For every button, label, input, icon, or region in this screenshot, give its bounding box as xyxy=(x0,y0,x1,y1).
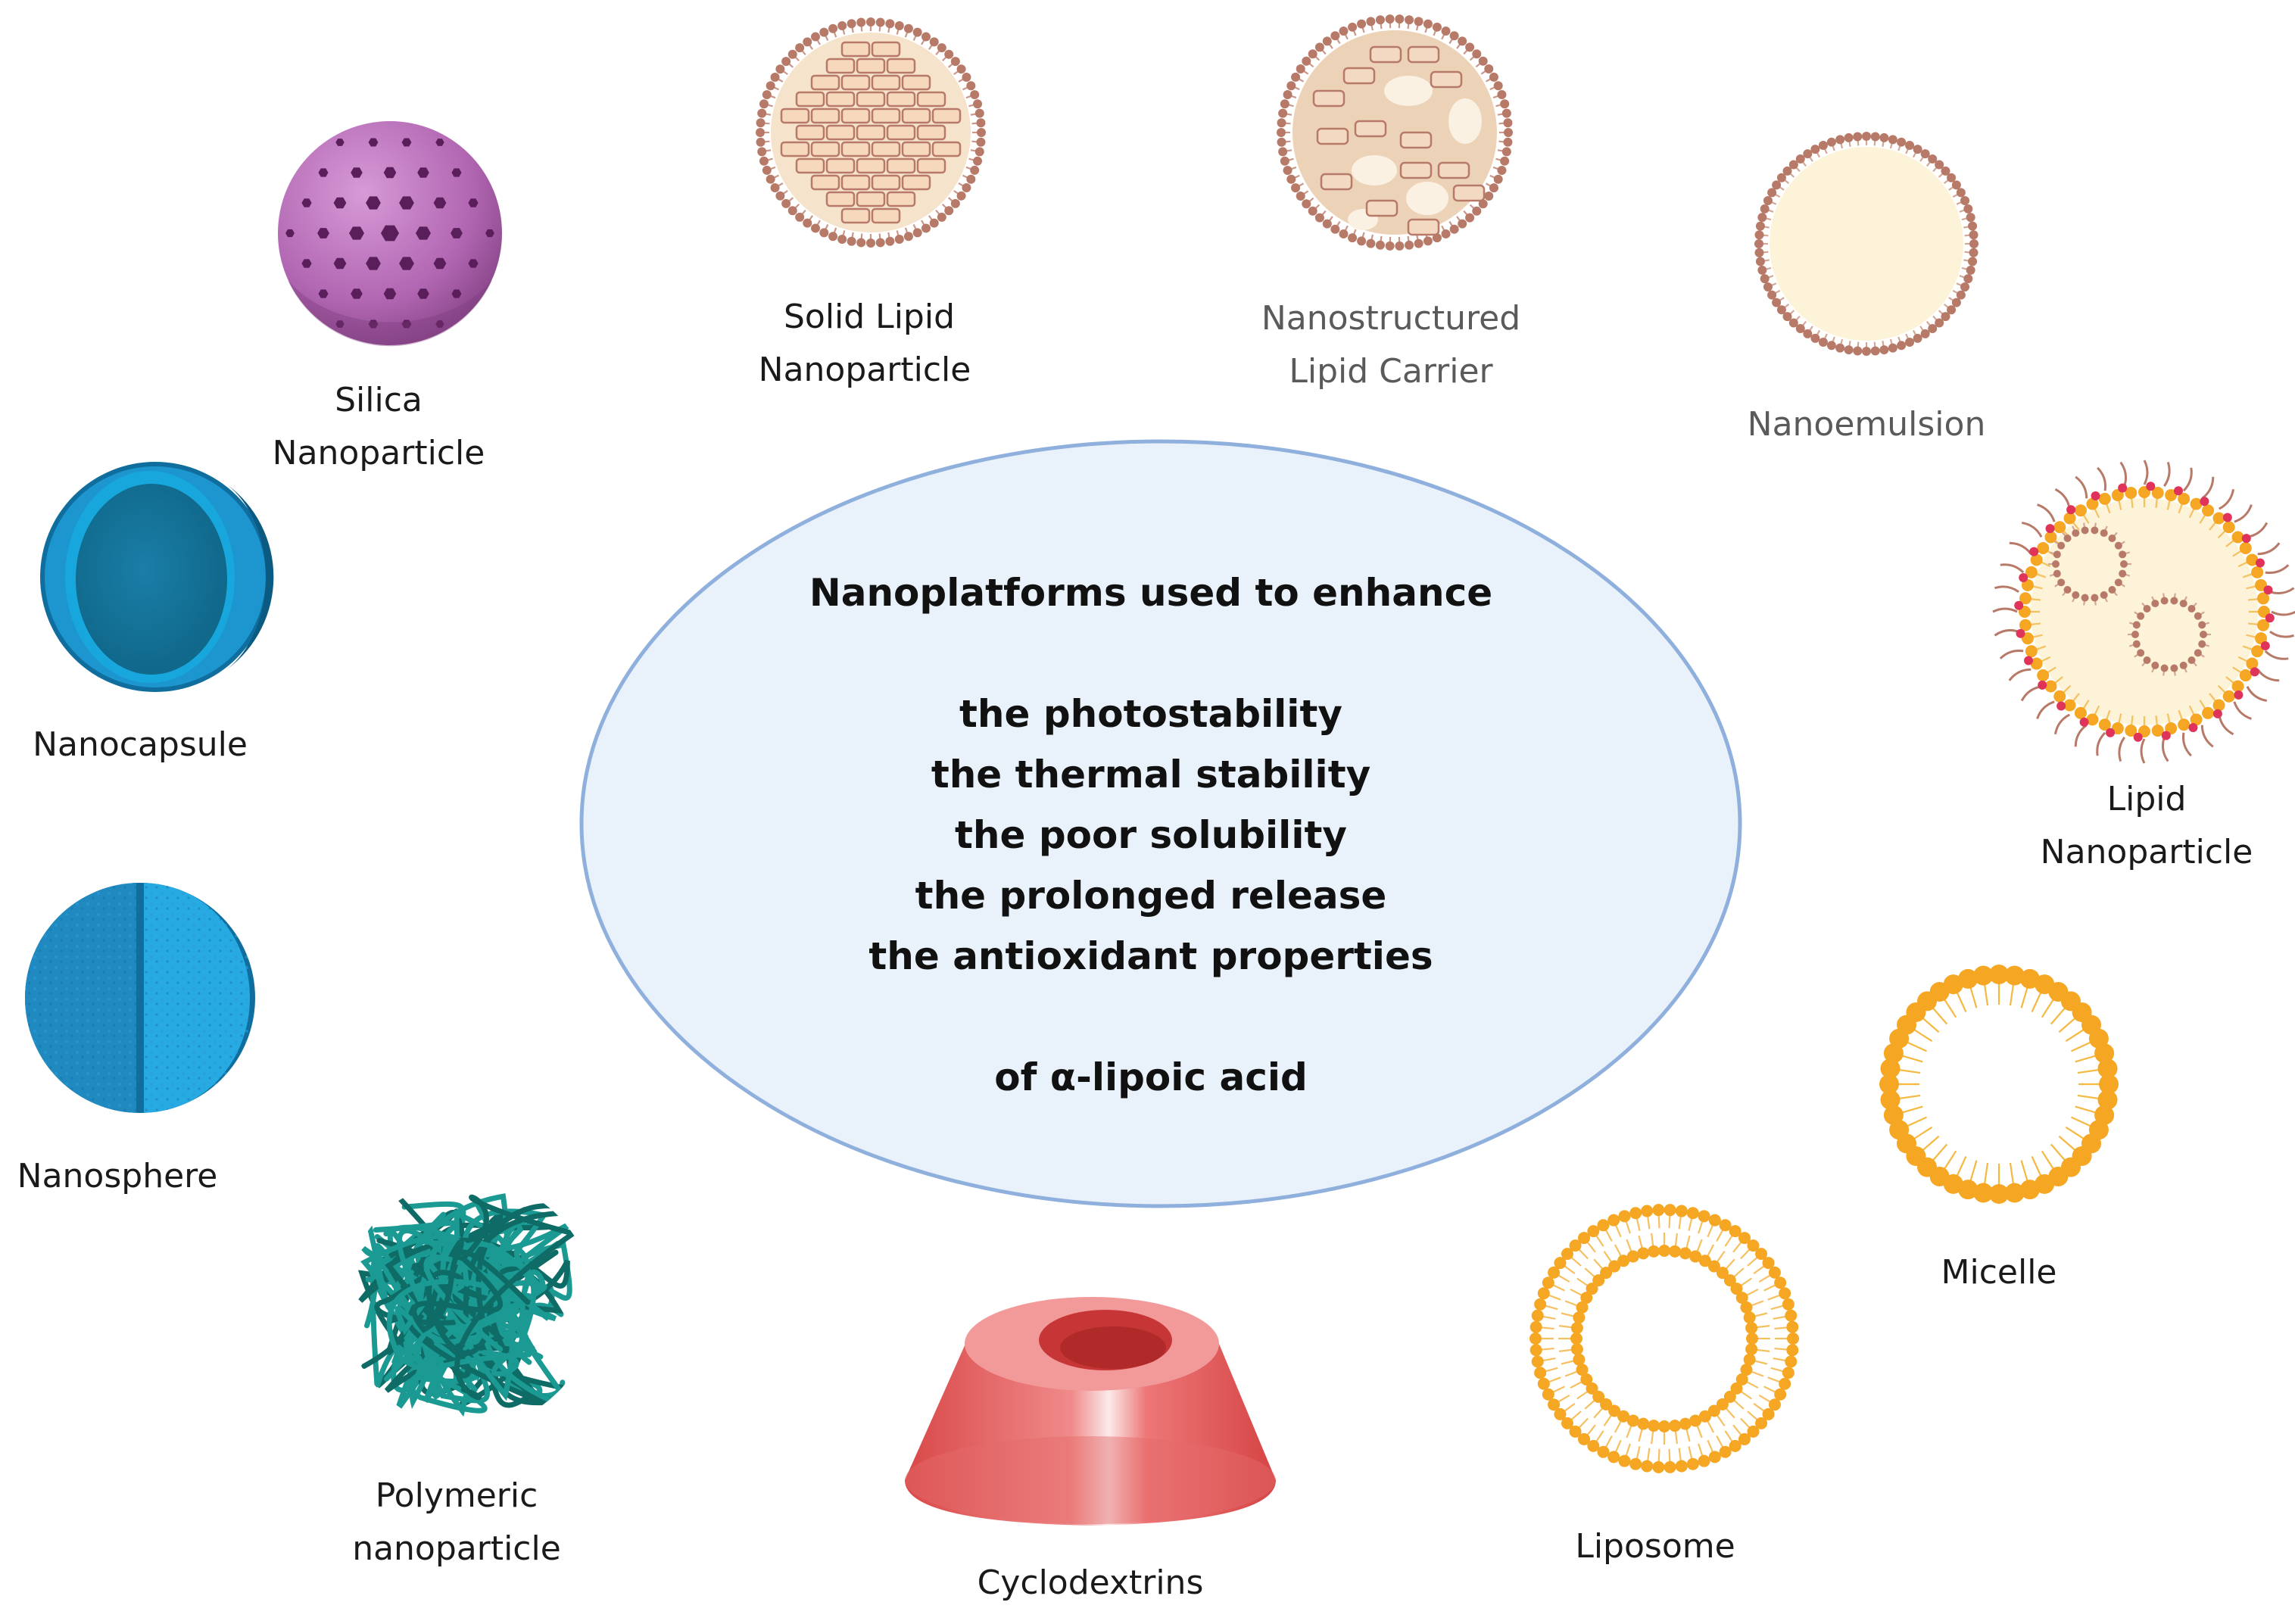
nanoemulsion-illustration xyxy=(1754,132,1979,356)
center-footer: of α-lipoic acid xyxy=(994,1055,1308,1099)
center-item: the poor solubility xyxy=(955,813,1347,857)
center-item: the photostability xyxy=(959,692,1342,736)
label-polymeric-line1: Polymeric xyxy=(376,1476,538,1515)
label-sln-line1: Solid Lipid xyxy=(784,298,955,336)
center-item: the thermal stability xyxy=(931,753,1370,796)
micelle-illustration xyxy=(1879,965,2119,1204)
label-lipid-np-line2: Nanoparticle xyxy=(2041,833,2253,871)
label-micelle: Micelle xyxy=(1941,1253,2057,1292)
label-sln-line2: Nanoparticle xyxy=(759,351,971,389)
label-liposome: Liposome xyxy=(1575,1527,1735,1566)
label-silica-line2: Nanoparticle xyxy=(273,434,485,472)
nanocapsule-illustration xyxy=(40,462,274,692)
liposome-illustration xyxy=(1529,1204,1799,1473)
center-item: the antioxidant properties xyxy=(868,934,1433,978)
label-lipid-np-line1: Lipid xyxy=(2107,780,2187,818)
polymeric-nanoparticle-illustration xyxy=(357,1192,582,1417)
solid-lipid-nanoparticle-illustration xyxy=(756,17,986,248)
lipid-nanoparticle-illustration xyxy=(1992,460,2295,764)
label-nlc-line1: Nanostructured xyxy=(1261,299,1520,338)
cyclodextrin-illustration xyxy=(905,1297,1276,1526)
center-ellipse xyxy=(579,439,1742,1208)
label-nanocapsule: Nanocapsule xyxy=(33,725,248,764)
silica-nanoparticle-illustration xyxy=(278,121,502,347)
center-item: the prolonged release xyxy=(915,874,1387,918)
center-panel: Nanoplatforms used to enhance the photos… xyxy=(579,439,1742,1208)
label-nanoemulsion: Nanoemulsion xyxy=(1748,405,1986,444)
label-polymeric-line2: nanoparticle xyxy=(352,1529,561,1568)
label-silica-line1: Silica xyxy=(335,381,423,419)
label-nlc-line2: Lipid Carrier xyxy=(1289,352,1493,391)
nanostructured-lipid-carrier-illustration xyxy=(1277,14,1513,251)
nanosphere-illustration xyxy=(25,883,255,1113)
center-heading: Nanoplatforms used to enhance xyxy=(809,571,1492,615)
label-cyclodextrins: Cyclodextrins xyxy=(978,1563,1204,1602)
label-nanosphere: Nanosphere xyxy=(17,1157,218,1195)
